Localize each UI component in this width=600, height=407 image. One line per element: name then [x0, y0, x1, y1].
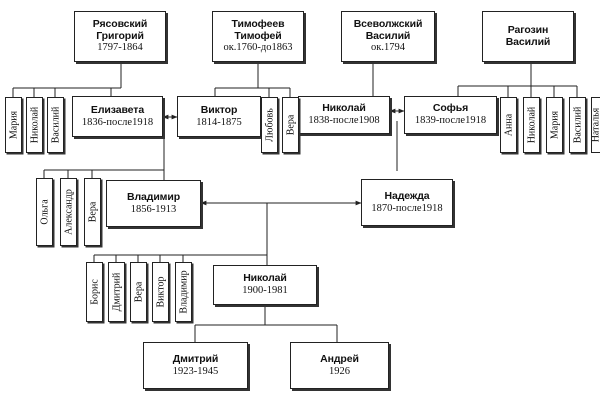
sibling-box: Анна	[500, 97, 517, 153]
person-box-sofya: Софья 1839-после1918	[404, 96, 497, 134]
person-dates: 1900-1981	[242, 285, 288, 296]
person-dates: 1926	[329, 365, 350, 377]
person-dates: 1839-после1918	[414, 115, 487, 126]
person-name: Рясовский	[92, 17, 148, 30]
sibling-name: Николай	[526, 106, 537, 144]
person-name: Тимофей	[234, 29, 282, 42]
person-dates: ок.1760-до1863	[223, 42, 293, 54]
sibling-name: Виктор	[155, 276, 166, 308]
sibling-box: Василий	[47, 97, 64, 153]
sibling-name: Василий	[572, 106, 583, 144]
sibling-box: Владимир	[175, 262, 192, 322]
person-box-viktor: Виктор 1814-1875	[177, 96, 261, 137]
sibling-name: Владимир	[178, 270, 189, 314]
person-name: Елизавета	[90, 103, 145, 116]
person-dates: 1836-после1918	[81, 116, 154, 128]
sibling-box: Наталья	[591, 97, 600, 153]
sibling-box: Виктор	[152, 262, 169, 322]
person-name: Виктор	[200, 103, 238, 116]
person-name: Андрей	[320, 352, 359, 365]
person-dates: 1923-1945	[172, 365, 219, 377]
sibling-name: Мария	[8, 110, 19, 140]
person-name: Дмитрий	[172, 352, 219, 365]
person-box-ryasovsky: Рясовский Григорий 1797-1864	[74, 11, 166, 62]
person-name: Григорий	[96, 29, 144, 42]
person-box-andrei: Андрей 1926	[290, 342, 389, 389]
person-dates: ок.1794	[371, 42, 405, 54]
sibling-name: Борис	[89, 279, 100, 305]
sibling-box: Ольга	[36, 178, 53, 246]
sibling-box: Александр	[60, 178, 77, 246]
sibling-name: Александр	[63, 189, 74, 235]
person-box-elizaveta: Елизавета 1836-после1918	[72, 96, 163, 137]
sibling-box: Николай	[26, 97, 43, 153]
sibling-name: Николай	[29, 106, 40, 144]
person-dates: 1870-после1918	[371, 202, 443, 214]
sibling-name: Наталья	[591, 107, 600, 143]
person-name: Владимир	[126, 190, 181, 203]
person-name: Николай	[322, 102, 366, 115]
sibling-box: Любовь	[261, 97, 278, 153]
person-dates: 1797-1864	[97, 42, 143, 54]
sibling-box: Мария	[546, 97, 563, 153]
sibling-box: Вера	[282, 97, 299, 153]
sibling-box: Вера	[84, 178, 101, 246]
person-box-vsevolzhsky: Всеволжский Василий ок.1794	[341, 11, 435, 62]
person-name: Тимофеев	[231, 17, 285, 30]
sibling-box: Василий	[569, 97, 586, 153]
sibling-name: Мария	[549, 110, 560, 140]
person-dates: 1856-1913	[130, 203, 177, 215]
person-name: Василий	[365, 29, 411, 42]
sibling-name: Любовь	[264, 108, 275, 142]
person-box-dmitry: Дмитрий 1923-1945	[143, 342, 248, 389]
person-name: Николай	[243, 272, 287, 285]
sibling-name: Дмитрий	[111, 272, 122, 312]
person-box-nadezhda: Надежда 1870-после1918	[361, 179, 453, 226]
person-name: Рагозин	[507, 23, 549, 36]
sibling-name: Ольга	[39, 199, 50, 225]
sibling-box: Николай	[523, 97, 540, 153]
person-box-nikolai: Николай 1900-1981	[213, 265, 317, 305]
person-dates: 1814-1875	[196, 116, 242, 128]
sibling-box: Мария	[5, 97, 22, 153]
person-dates: 1838-после1908	[308, 115, 380, 126]
sibling-box: Борис	[86, 262, 103, 322]
sibling-name: Анна	[503, 113, 514, 137]
sibling-name: Вера	[133, 281, 144, 303]
person-box-nikolai-vsevolzhsky: Николай 1838-после1908	[298, 96, 390, 134]
sibling-name: Василий	[50, 106, 61, 144]
person-box-vladimir: Владимир 1856-1913	[106, 180, 201, 227]
person-name: Софья	[432, 102, 469, 115]
sibling-box: Вера	[130, 262, 147, 322]
sibling-name: Вера	[285, 114, 296, 136]
sibling-name: Вера	[87, 201, 98, 223]
person-name: Всеволжский	[353, 17, 423, 30]
sibling-box: Дмитрий	[108, 262, 125, 322]
person-name: Надежда	[384, 189, 430, 202]
person-box-ragozin: Рагозин Василий	[482, 11, 574, 62]
person-name: Василий	[505, 35, 551, 48]
person-box-timofeev: Тимофеев Тимофей ок.1760-до1863	[212, 11, 304, 62]
